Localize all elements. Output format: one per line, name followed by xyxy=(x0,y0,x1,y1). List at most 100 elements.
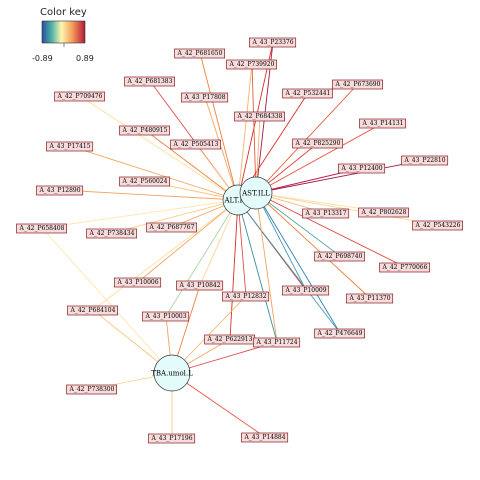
node-box xyxy=(241,432,289,443)
node-box xyxy=(54,91,105,102)
node-box xyxy=(292,138,343,149)
node-label: A_42_P681383 xyxy=(127,78,173,85)
node-label: A_43_P17415 xyxy=(48,143,90,150)
hub-label: TBA.umol.L xyxy=(151,370,193,378)
node-n10[interactable]: A_43_P14131 xyxy=(359,118,406,129)
node-n22[interactable]: A_42_P658408 xyxy=(16,223,67,234)
node-box xyxy=(86,228,137,239)
node-box xyxy=(234,111,285,122)
node-n6[interactable]: A_42_P673690 xyxy=(332,79,383,90)
edge-ast-n29 xyxy=(255,192,307,291)
node-n38[interactable]: A_43_P17196 xyxy=(148,433,196,444)
node-label: A_42_P709476 xyxy=(57,93,103,100)
edge-alt-n35 xyxy=(229,199,239,340)
node-layer: A_43_P23376A_42_P681650A_42_P739920A_42_… xyxy=(16,37,463,444)
edge-ast-n34 xyxy=(255,192,341,334)
node-n36[interactable]: A_43_P11724 xyxy=(253,337,301,348)
edge-ast-n26 xyxy=(255,192,406,268)
node-n24[interactable]: A_42_P687767 xyxy=(146,222,197,233)
node-box xyxy=(174,48,225,59)
node-label: A_42_P480915 xyxy=(122,127,168,134)
node-box xyxy=(379,262,430,273)
node-box xyxy=(222,291,270,302)
node-box xyxy=(249,37,297,48)
node-n13[interactable]: A_42_P505413 xyxy=(170,139,221,150)
color-key-min-label: -0.89 xyxy=(32,54,53,63)
edge-alt-n23 xyxy=(111,199,239,234)
edge-ast-n3 xyxy=(251,63,257,194)
node-box xyxy=(359,118,406,129)
node-label: A_43_P22810 xyxy=(403,157,445,164)
node-box xyxy=(66,384,117,395)
node-n32[interactable]: A_42_P684104 xyxy=(67,305,118,316)
node-box xyxy=(114,277,162,288)
hub-tba[interactable]: TBA.umol.L xyxy=(151,354,193,392)
node-n25[interactable]: A_42_P698740 xyxy=(314,251,365,262)
node-n33[interactable]: A_43_P10003 xyxy=(142,311,190,322)
node-n28[interactable]: A_43_P10842 xyxy=(176,280,224,291)
node-n2[interactable]: A_42_P681650 xyxy=(174,48,225,59)
edge-alt-n3 xyxy=(237,63,253,201)
node-n19[interactable]: A_43_P13317 xyxy=(302,208,350,219)
node-box xyxy=(358,207,409,218)
hub-ast[interactable]: AST.ILL xyxy=(239,176,273,210)
node-n1[interactable]: A_43_P23376 xyxy=(249,37,297,48)
color-key: Color key -0.89 0.89 xyxy=(32,7,94,63)
edge-alt-n18 xyxy=(59,189,239,201)
color-key-max-label: 0.89 xyxy=(76,54,94,63)
edge-alt-n31 xyxy=(237,199,247,297)
node-n26[interactable]: A_42_P770066 xyxy=(379,262,430,273)
node-n18[interactable]: A_43_P12890 xyxy=(36,185,84,196)
node-box xyxy=(46,141,94,152)
node-n29[interactable]: A_43_P10009 xyxy=(282,285,330,296)
node-box xyxy=(332,79,383,90)
node-label: A_43_P11724 xyxy=(255,339,297,346)
node-n11[interactable]: A_42_P480915 xyxy=(119,125,170,136)
hub-circle xyxy=(153,354,191,392)
edge-alt-n36 xyxy=(237,199,278,343)
edge-alt-n12 xyxy=(69,145,239,201)
edge-alt-n33 xyxy=(165,199,239,317)
node-n15[interactable]: A_43_P22810 xyxy=(401,155,449,166)
node-n34[interactable]: A_42_P476649 xyxy=(314,328,365,339)
edge-tba-n22 xyxy=(41,227,173,374)
hub-circle xyxy=(239,176,273,210)
node-n39[interactable]: A_43_P14884 xyxy=(241,432,289,443)
node-n23[interactable]: A_42_P738434 xyxy=(86,228,137,239)
node-box xyxy=(36,185,84,196)
node-n8[interactable]: A_43_P17808 xyxy=(181,92,229,103)
node-box xyxy=(124,76,175,87)
node-n5[interactable]: A_42_P532441 xyxy=(282,88,333,99)
node-box xyxy=(314,251,365,262)
node-label: A_43_P10006 xyxy=(116,279,158,286)
edge-alt-n28 xyxy=(199,199,239,286)
node-n14[interactable]: A_42_P825290 xyxy=(292,138,343,149)
node-n21[interactable]: A_42_P543226 xyxy=(412,220,463,231)
node-n30[interactable]: A_43_P11370 xyxy=(346,293,394,304)
node-box xyxy=(282,88,333,99)
node-n20[interactable]: A_42_P802628 xyxy=(358,207,409,218)
node-n16[interactable]: A_43_P12400 xyxy=(338,163,386,174)
node-n3[interactable]: A_42_P739920 xyxy=(226,59,277,70)
node-n12[interactable]: A_43_P17415 xyxy=(46,141,94,152)
node-n31[interactable]: A_43_P12832 xyxy=(222,291,270,302)
node-n4[interactable]: A_42_P681383 xyxy=(124,76,175,87)
edge-alt-n11 xyxy=(144,129,239,201)
node-n37[interactable]: A_42_P738300 xyxy=(66,384,117,395)
node-label: A_42_P543226 xyxy=(415,222,461,229)
edge-alt-n7 xyxy=(79,95,239,201)
node-n9[interactable]: A_42_P684338 xyxy=(234,111,285,122)
node-n7[interactable]: A_42_P709476 xyxy=(54,91,105,102)
node-n17[interactable]: A_42_P560024 xyxy=(119,176,170,187)
edge-ast-n10 xyxy=(255,122,384,194)
edge-alt-n22 xyxy=(41,199,239,229)
node-label: A_43_P10003 xyxy=(144,313,186,320)
node-n35[interactable]: A_42_P622913 xyxy=(204,334,255,345)
node-n27[interactable]: A_43_P10006 xyxy=(114,277,162,288)
edge-alt-n27 xyxy=(137,199,239,283)
node-box xyxy=(67,305,118,316)
edge-ast-n25 xyxy=(255,192,341,257)
node-box xyxy=(176,280,224,291)
